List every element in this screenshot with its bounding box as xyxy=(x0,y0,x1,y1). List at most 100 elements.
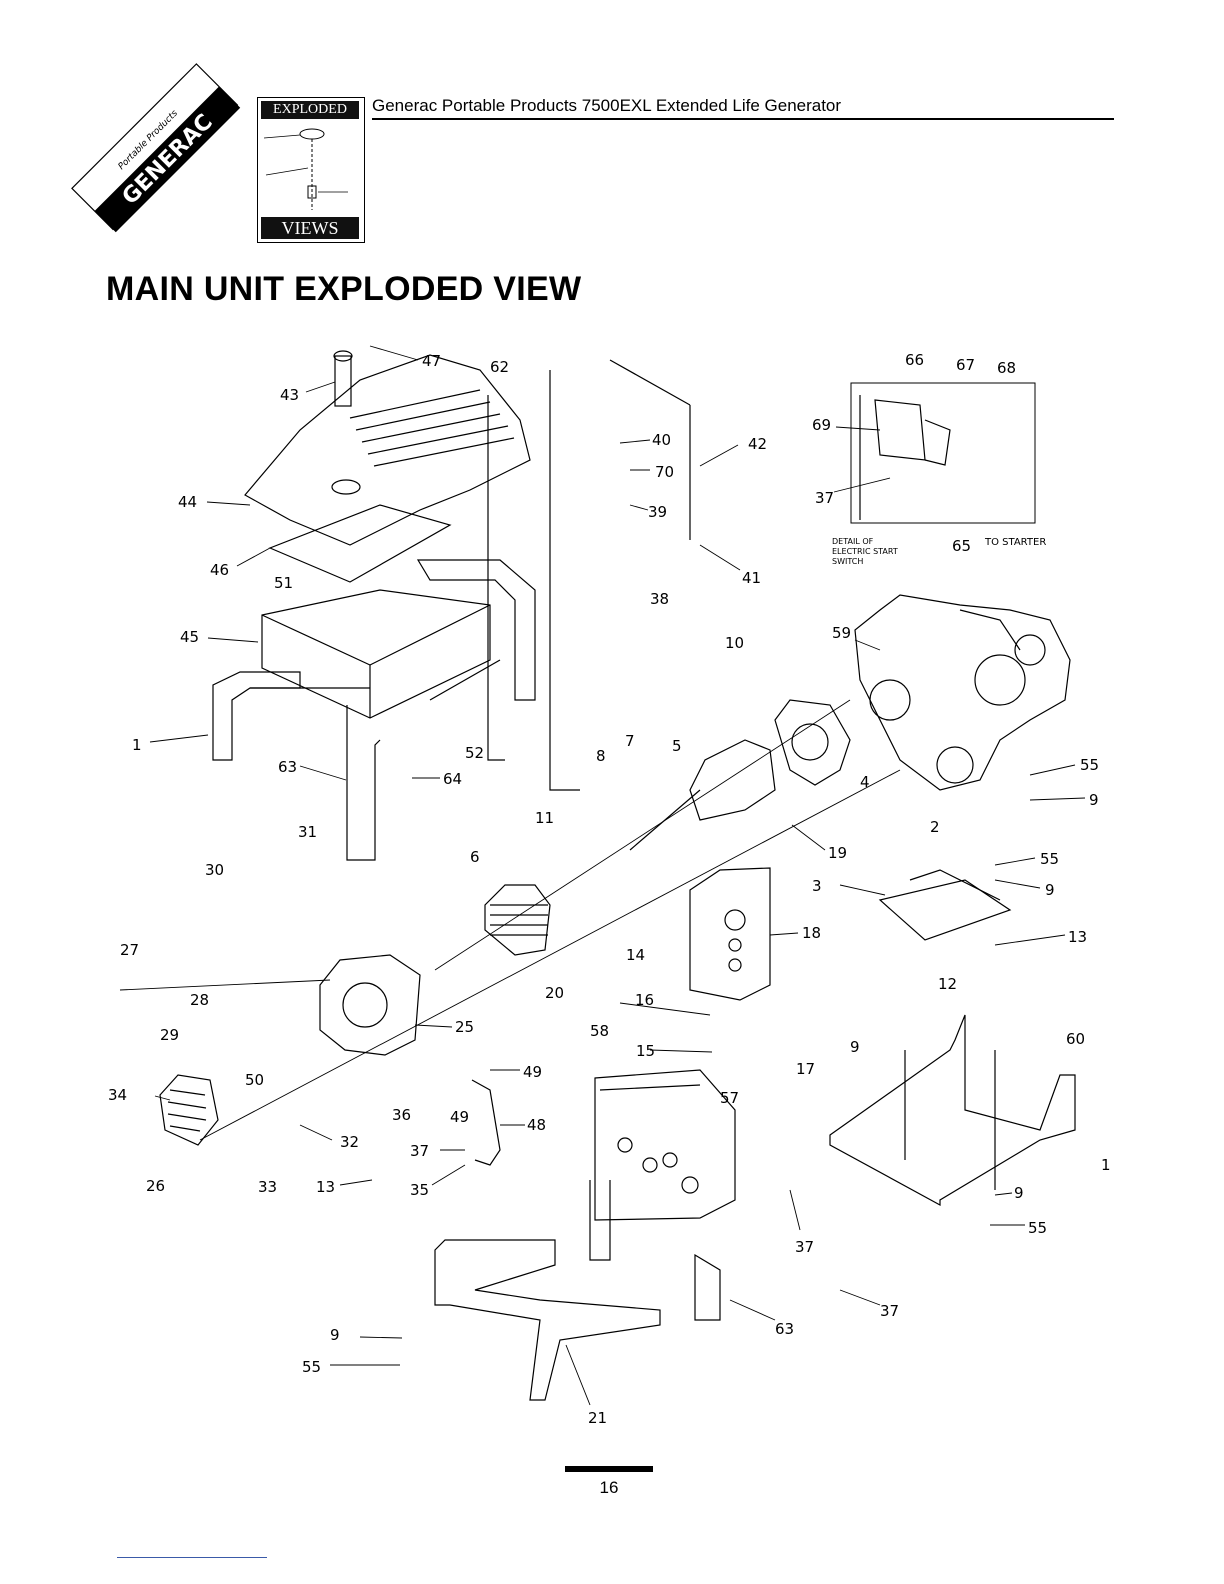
main-title: MAIN UNIT EXPLODED VIEW xyxy=(106,270,582,308)
callout-38: 38 xyxy=(650,590,669,608)
callout-33: 33 xyxy=(258,1178,277,1196)
callout-17: 17 xyxy=(796,1060,815,1078)
header-title: Generac Portable Products 7500EXL Extend… xyxy=(372,96,842,115)
callout-62: 62 xyxy=(490,358,509,376)
callout-20: 20 xyxy=(545,984,564,1002)
callout-19: 19 xyxy=(828,844,847,862)
lower-frame xyxy=(434,1239,661,1401)
callout-25: 25 xyxy=(455,1018,474,1036)
rotor xyxy=(689,739,776,821)
exploded-views-badge: EXPLODED VIEWS xyxy=(257,97,365,243)
end-cover-grille xyxy=(159,1074,219,1146)
callout-50: 50 xyxy=(245,1071,264,1089)
callout-10: 10 xyxy=(725,634,744,652)
callout-13-b: 13 xyxy=(316,1178,335,1196)
callout-55-a: 55 xyxy=(1080,756,1099,774)
exploded-parts-icon xyxy=(263,128,348,210)
engine-adapter xyxy=(774,699,851,786)
callout-52: 52 xyxy=(465,744,484,762)
callout-14: 14 xyxy=(626,946,645,964)
callout-68: 68 xyxy=(997,359,1016,377)
callout-60: 60 xyxy=(1066,1030,1085,1048)
callout-5: 5 xyxy=(672,737,682,755)
callout-31: 31 xyxy=(298,823,317,841)
engine xyxy=(854,594,1071,791)
bearing-carrier xyxy=(319,954,421,1056)
callout-32: 32 xyxy=(340,1133,359,1151)
badge-bottom-label: VIEWS xyxy=(261,217,359,239)
callout-57: 57 xyxy=(720,1089,739,1107)
header-rule xyxy=(372,118,1114,120)
control-panel xyxy=(594,1069,736,1221)
callout-44: 44 xyxy=(178,493,197,511)
callout-37-b: 37 xyxy=(795,1238,814,1256)
callout-9-d: 9 xyxy=(1045,881,1055,899)
callout-42: 42 xyxy=(748,435,767,453)
callout-45: 45 xyxy=(180,628,199,646)
tank-tray xyxy=(261,589,491,719)
callout-15: 15 xyxy=(636,1042,655,1060)
callout-1: 1 xyxy=(132,736,142,754)
callout-9-a: 9 xyxy=(1089,791,1099,809)
callout-26: 26 xyxy=(146,1177,165,1195)
callout-7: 7 xyxy=(625,732,635,750)
callout-64: 64 xyxy=(443,770,462,788)
generac-logo: GENERAC Portable Products xyxy=(71,63,241,233)
callout-9-e: 9 xyxy=(330,1326,340,1344)
callout-36: 36 xyxy=(392,1106,411,1124)
callout-55-c: 55 xyxy=(1040,850,1059,868)
callout-16: 16 xyxy=(635,991,654,1009)
callout-11: 11 xyxy=(535,809,554,827)
detail-line1: DETAIL OF xyxy=(832,537,874,546)
callout-27: 27 xyxy=(120,941,139,959)
callout-13-a: 13 xyxy=(1068,928,1087,946)
callout-3: 3 xyxy=(812,877,822,895)
callout-37-detail: 37 xyxy=(815,489,834,507)
page-number: 16 xyxy=(599,1478,619,1497)
callout-2: 2 xyxy=(930,818,940,836)
callout-40: 40 xyxy=(652,431,671,449)
callout-9-b: 9 xyxy=(850,1038,860,1056)
control-box xyxy=(689,867,771,1001)
callout-47: 47 xyxy=(422,352,441,370)
callout-69: 69 xyxy=(812,416,831,434)
page-number-bar xyxy=(565,1466,653,1472)
callout-28: 28 xyxy=(190,991,209,1009)
callout-59: 59 xyxy=(832,624,851,642)
callout-21: 21 xyxy=(588,1409,607,1427)
callout-43: 43 xyxy=(280,386,299,404)
detail-box xyxy=(850,382,1036,524)
to-starter-label: TO STARTER xyxy=(984,537,1046,548)
callout-63-b: 63 xyxy=(775,1320,794,1338)
callout-37-c: 37 xyxy=(880,1302,899,1320)
callout-67: 67 xyxy=(956,356,975,374)
callout-6: 6 xyxy=(470,848,480,866)
callout-39: 39 xyxy=(648,503,667,521)
callout-37-a: 37 xyxy=(410,1142,429,1160)
callout-35: 35 xyxy=(410,1181,429,1199)
callout-55-b: 55 xyxy=(1028,1219,1047,1237)
stator xyxy=(484,884,551,956)
fuel-tank xyxy=(244,354,531,546)
fuel-cap xyxy=(334,355,352,407)
detail-line3: SWITCH xyxy=(832,557,863,566)
callout-46: 46 xyxy=(210,561,229,579)
callout-49-b: 49 xyxy=(450,1108,469,1126)
callout-29: 29 xyxy=(160,1026,179,1044)
callout-30: 30 xyxy=(205,861,224,879)
callout-49-a: 49 xyxy=(523,1063,542,1081)
detail-line2: ELECTRIC START xyxy=(832,547,898,556)
callout-58: 58 xyxy=(590,1022,609,1040)
mounting-bracket xyxy=(878,879,1012,941)
left-frame xyxy=(212,671,301,761)
callout-70: 70 xyxy=(655,463,674,481)
callout-48: 48 xyxy=(527,1116,546,1134)
callout-34: 34 xyxy=(108,1086,127,1104)
callout-55-d: 55 xyxy=(302,1358,321,1376)
footer-rule xyxy=(117,1557,267,1558)
callout-51: 51 xyxy=(274,574,293,592)
callout-63: 63 xyxy=(278,758,297,776)
callout-18: 18 xyxy=(802,924,821,942)
badge-top-label: EXPLODED xyxy=(261,101,359,119)
